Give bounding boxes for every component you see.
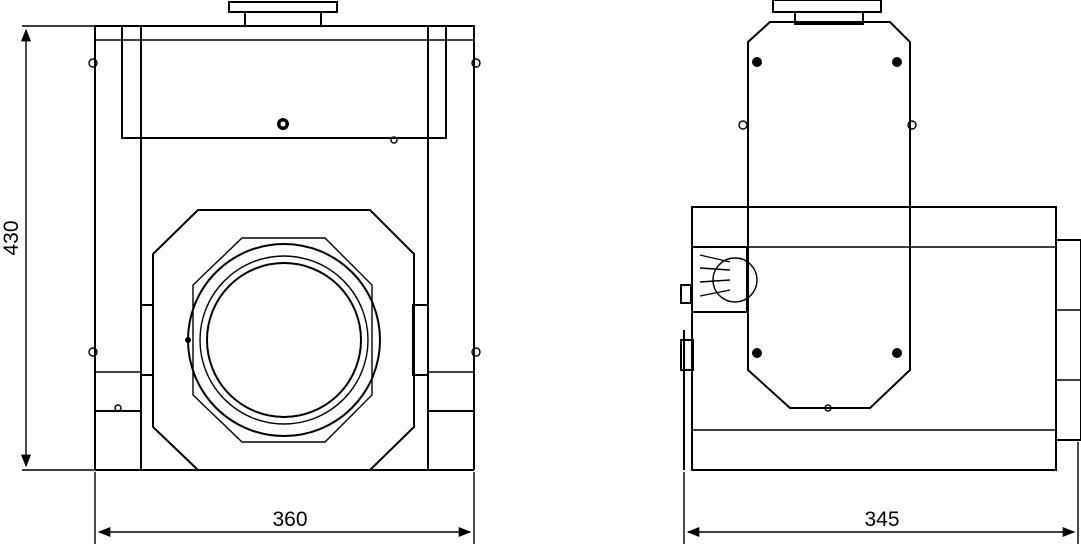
height-dimension-label: 430 bbox=[0, 220, 23, 255]
front-top-stem bbox=[244, 11, 322, 27]
dimension-width: 360 bbox=[94, 472, 475, 544]
front-right-yoke-arm bbox=[427, 25, 475, 412]
dimension-height: 430 bbox=[0, 25, 94, 471]
dimension-depth: 345 bbox=[683, 442, 1079, 544]
side-top-stem bbox=[794, 11, 864, 25]
side-view bbox=[680, 0, 1081, 471]
front-octagon-head bbox=[152, 209, 415, 471]
front-left-yoke-arm bbox=[94, 25, 142, 412]
width-dimension-label: 360 bbox=[272, 508, 307, 531]
front-top-housing bbox=[121, 25, 447, 139]
side-yoke-arm bbox=[747, 21, 911, 409]
front-top-flange bbox=[228, 1, 338, 13]
front-lens-outer-ring bbox=[187, 243, 381, 437]
side-top-flange bbox=[772, 0, 882, 13]
front-lens bbox=[206, 262, 362, 418]
depth-dimension-label: 345 bbox=[864, 508, 899, 531]
front-view bbox=[88, 1, 481, 471]
